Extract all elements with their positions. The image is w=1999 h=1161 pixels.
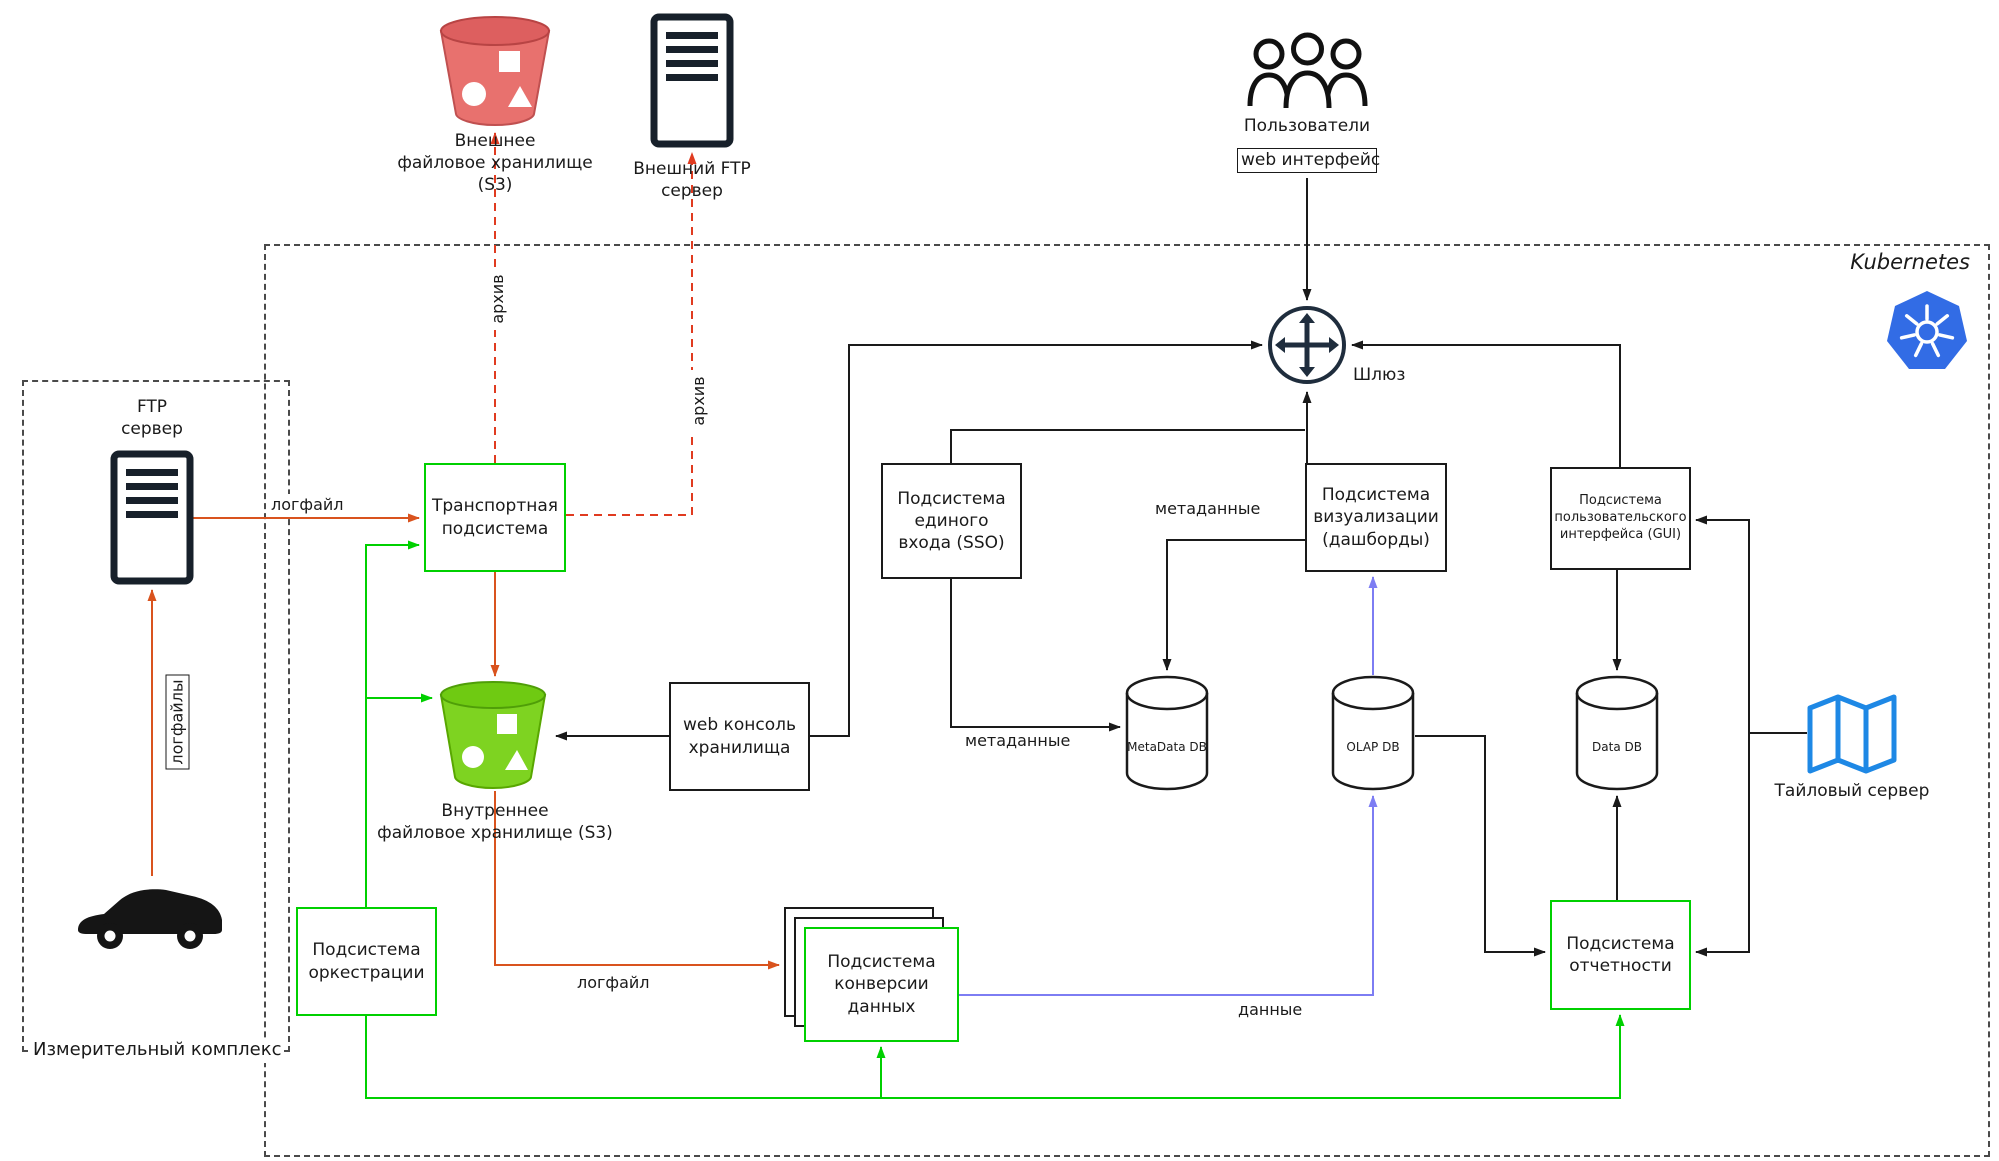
orchestration-subsystem-node: Подсистема оркестрации (296, 907, 437, 1016)
edge-label-logfiles: логфайлы (165, 674, 190, 770)
edge-gui-gateway (1351, 340, 1621, 467)
edge-tileserver-gui (1695, 515, 1807, 734)
edge-label-archive-storage: архив (487, 268, 509, 330)
users-icon (1245, 28, 1370, 110)
conversion-subsystem-node: Подсистема конверсии данных (804, 927, 959, 1042)
edge-label-logfile: логфайл (268, 494, 347, 516)
web-console-node: web консоль хранилища (669, 682, 810, 791)
edge-olapdb-reporting (1415, 735, 1546, 957)
users-label: Пользователи (1243, 116, 1371, 136)
internal-storage-label: Внутреннее файловое хранилище (S3) (377, 801, 613, 844)
visualization-subsystem-node: Подсистема визуализации (дашборды) (1305, 463, 1447, 572)
kubernetes-container (264, 244, 1990, 1157)
edge-sso-metadatadb (950, 579, 1121, 732)
gui-subsystem-node: Подсистема пользовательского интерфейса … (1550, 467, 1691, 570)
edge-tileserver-reporting (1695, 733, 1750, 957)
metadata-db-label: MetaData DB (1127, 739, 1207, 754)
external-ftp-server-icon (650, 13, 734, 148)
kubernetes-logo-icon (1884, 290, 1970, 374)
web-interface-label: web интерфейс (1237, 148, 1380, 174)
edge-label-metadata-visualization: метаданные (1152, 498, 1264, 520)
edge-label-logfile-conversion: логфайл (574, 972, 653, 994)
external-storage-label: Внешнее файловое хранилище (S3) (397, 131, 593, 196)
data-db: Data DB (1575, 675, 1659, 791)
edge-conversion-olapdb (959, 795, 1378, 996)
external-ftp-label: Внешний FTP сервер (633, 159, 751, 202)
edge-webconsole-gateway (810, 340, 1263, 737)
kubernetes-title: Kubernetes (1850, 250, 1970, 274)
internal-storage-bucket-icon (437, 680, 549, 791)
ftp-server-label: FTP сервер (121, 397, 183, 440)
sso-subsystem-node: Подсистема единого входа (SSO) (881, 463, 1022, 579)
edge-label-metadata-sso: метаданные (962, 730, 1074, 752)
edge-label-archive-ftp: архив (688, 370, 710, 432)
gateway-label: Шлюз (1353, 365, 1406, 385)
reporting-subsystem-node: Подсистема отчетности (1550, 900, 1691, 1010)
olap-db-label: OLAP DB (1346, 739, 1400, 754)
tile-server-icon (1807, 694, 1897, 774)
edge-transport-external-ftp (566, 152, 697, 516)
metadata-db: MetaData DB (1125, 675, 1209, 791)
edge-storage-conversion (494, 791, 780, 970)
edge-visualization-metadatadb (1162, 539, 1305, 671)
ftp-server-icon (110, 450, 194, 585)
external-storage-bucket-icon (437, 15, 553, 128)
edge-sso-junction (950, 429, 1305, 463)
edge-orchestration-transport (365, 540, 420, 907)
transport-subsystem-node: Транспортная подсистема (424, 463, 566, 572)
data-db-label: Data DB (1592, 739, 1642, 754)
gateway-icon (1267, 305, 1347, 385)
measurement-complex-label: Измерительный комплекс (30, 1038, 285, 1063)
car-icon (70, 878, 226, 954)
olap-db: OLAP DB (1331, 675, 1415, 791)
edge-orchestration-reporting (365, 1014, 1625, 1099)
edge-label-data: данные (1235, 999, 1306, 1021)
tile-server-label: Тайловый сервер (1774, 781, 1930, 801)
